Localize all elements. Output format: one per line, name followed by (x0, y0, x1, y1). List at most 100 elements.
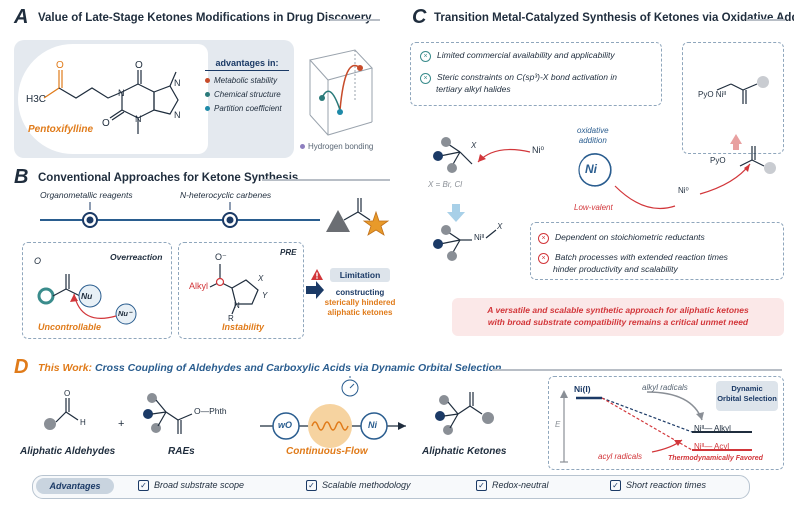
aldehyde-h-label: H (80, 418, 86, 427)
ni-acyl-label: Niᴵᴵ— Acyl (694, 442, 730, 451)
molecule-name: Pentoxifylline (28, 124, 94, 135)
o-label: O (34, 256, 42, 266)
instability-label: Instability (222, 322, 265, 332)
r-label: R (228, 314, 234, 323)
advantage-item: Chemical structure (205, 90, 289, 99)
alkyl-label: Alkyl (189, 281, 209, 291)
ni0-right-label: Ni⁰ (678, 186, 689, 195)
advantages-list: advantages in: Metabolic stability Chemi… (205, 58, 289, 118)
dynamic-orbital-badge: Dynamic Orbital Selection (716, 381, 778, 411)
issue-item: ×Dependent on stoichiometric reductants (538, 232, 705, 244)
advantage-item: ✓Redox-neutral (476, 480, 549, 491)
orbital-selection-box (548, 376, 784, 470)
section-c-letter: C (412, 6, 427, 28)
check-icon: ✓ (138, 480, 149, 491)
check-icon: ✓ (610, 480, 621, 491)
o-top-label: O (135, 60, 143, 71)
approach-nhc: N-heterocyclic carbenes (180, 190, 272, 200)
section-c-rule (747, 19, 785, 21)
product-label: Aliphatic Ketones (422, 446, 507, 457)
pre-label: PRE (280, 248, 297, 257)
plus-sign: + (118, 418, 125, 430)
ketone-target-icon (326, 198, 390, 236)
hbond-legend: Hydrogen bonding (300, 142, 373, 151)
n1-label: N (118, 88, 125, 98)
flow-label: Continuous-Flow (286, 446, 368, 457)
ketone-product-structure (435, 392, 494, 435)
product-box (682, 42, 784, 154)
ni-alkyl-label: Niᴵᴵ— Alkyl (694, 424, 731, 433)
limitation-badge: Limitation (330, 268, 390, 282)
rae-label: RAEs (168, 446, 195, 457)
nu-label: Nu (81, 291, 93, 301)
pyo-ni-label: PyO Niᴵᴵ (698, 90, 727, 99)
issues-top-box (410, 42, 662, 106)
section-a-letter: A (14, 6, 29, 28)
overreaction-scheme (37, 274, 137, 325)
thermo-label: Thermodynamically Favored (668, 455, 763, 462)
acyl-ni-complex (716, 76, 769, 104)
approach-timeline (40, 202, 320, 228)
n2-label: N (135, 114, 142, 124)
o-minus-label: O⁻ (215, 252, 227, 262)
n4-label: N (174, 110, 181, 120)
energy-diagram (560, 390, 752, 463)
rae-structure (143, 393, 193, 434)
continuous-flow-setup (260, 376, 406, 448)
n3-label: N (174, 78, 181, 88)
section-d-rule (492, 369, 782, 371)
x-label: X (258, 274, 264, 283)
issue-item-continued: hinder productivity and scalability (553, 264, 678, 274)
aldehyde-o-label: O (64, 389, 71, 398)
wo-label: wO (278, 420, 293, 430)
o-bottom-label: O (102, 118, 110, 129)
aldehyde-label: Aliphatic Aldehydes (20, 446, 116, 457)
issues-bottom-box (530, 222, 784, 280)
phth-label: O—Phth (194, 406, 227, 416)
pre-box (178, 242, 304, 339)
energy-axis-label: E (555, 420, 561, 429)
overreaction-box (22, 242, 172, 339)
molecule-card (18, 44, 208, 154)
advantages-title: advantages in: (205, 58, 289, 71)
section-c-title: Transition Metal-Catalyzed Synthesis of … (434, 12, 794, 24)
oxidative-addition-label: oxidative addition (577, 126, 609, 145)
check-icon: ✓ (306, 480, 317, 491)
property-cube-icon (309, 49, 373, 136)
issue-item: ×Steric constraints on C(sp³)-X bond act… (420, 72, 617, 84)
limitation-text: constructing sterically hindered aliphat… (324, 288, 396, 317)
nhc-intermediate-structure (209, 264, 259, 315)
issue-item: ×Batch processes with extended reaction … (538, 252, 728, 264)
x-halide-label: X (471, 141, 477, 150)
advantages-bar (32, 475, 750, 499)
alkyl-radicals-label: alkyl radicals (642, 383, 688, 392)
section-a-rule (330, 19, 380, 21)
check-icon: ✓ (476, 480, 487, 491)
issue-item-continued: tertiary alkyl halides (436, 84, 511, 94)
section-b-title: Conventional Approaches for Ketone Synth… (38, 172, 299, 184)
pyo-ester-label: PyO (710, 156, 726, 165)
warning-icon (311, 269, 323, 280)
pentoxifylline-structure: H3C O O O N N N N (26, 60, 181, 134)
x-ni-label: X (497, 222, 503, 231)
ni-catalyst-label: Ni (368, 420, 377, 430)
oxidative-addition-scheme (433, 134, 776, 261)
advantage-item: ✓Broad substrate scope (138, 480, 244, 491)
section-d-title: This Work: Cross Coupling of Aldehydes a… (38, 362, 502, 374)
section-a-title: Value of Late-Stage Ketones Modification… (38, 12, 372, 24)
acyl-radicals-label: acyl radicals (598, 452, 643, 461)
uncontrollable-label: Uncontrollable (38, 322, 102, 332)
ni-center-label: Ni (585, 162, 597, 176)
overreaction-label: Overreaction (110, 252, 163, 262)
advantage-item: ✓Short reaction times (610, 480, 706, 491)
ketone-o-label: O (56, 60, 64, 71)
aldehyde-structure (44, 398, 79, 430)
section-b-rule (262, 179, 390, 181)
n-label: N (234, 301, 240, 310)
ni-ii-alkyl-label: Niᴵᴵ (474, 233, 485, 242)
right-arrow-icon (306, 281, 324, 299)
advantages-tag: Advantages (36, 478, 114, 494)
ch3-label: H3C (26, 94, 46, 105)
approach-organometallic: Organometallic reagents (40, 190, 133, 200)
advantage-item: Metabolic stability (205, 76, 289, 85)
